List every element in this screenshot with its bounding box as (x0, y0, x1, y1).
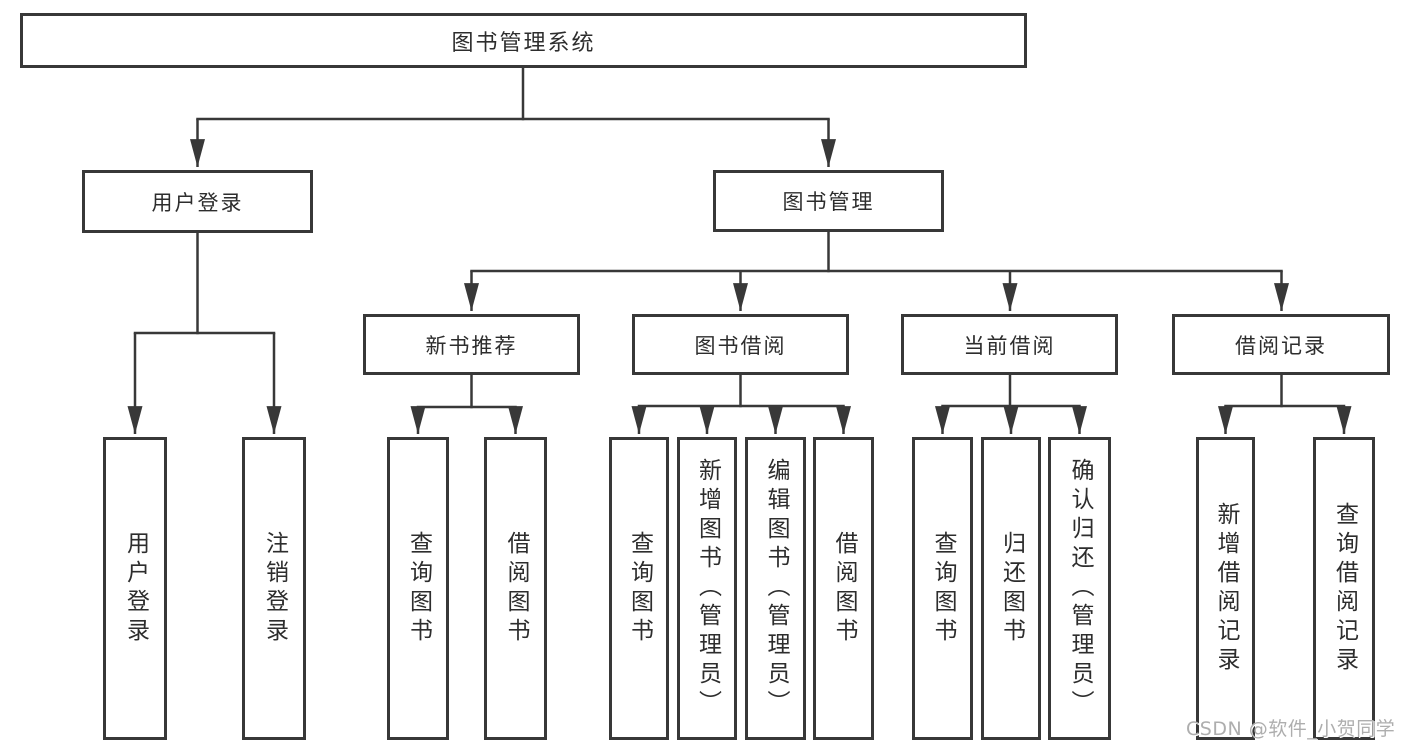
leaf-confirm-return-admin: 确认归还（管理员） (1048, 437, 1111, 740)
connector-current-borrowing-to-leaves (935, 373, 1087, 434)
leaf-user-login: 用户登录 (103, 437, 167, 740)
connector-user-login-to-leaves (127, 231, 282, 434)
connector-borrowing-records-to-leaves (1218, 373, 1352, 434)
node-current-borrowing: 当前借阅 (901, 314, 1118, 375)
node-borrowing-records: 借阅记录 (1172, 314, 1390, 375)
node-book-borrowing: 图书借阅 (632, 314, 849, 375)
leaf-query-books-recommend: 查询图书 (387, 437, 449, 740)
connector-new-book-recommendation-to-leaves (410, 373, 523, 434)
leaf-edit-books-admin: 编辑图书（管理员） (745, 437, 806, 740)
leaf-query-books-current: 查询图书 (912, 437, 973, 740)
leaf-add-books-admin: 新增图书（管理员） (677, 437, 737, 740)
connector-book-borrowing-to-leaves (631, 373, 851, 434)
leaf-logout-login: 注销登录 (242, 437, 306, 740)
leaf-add-borrow-record: 新增借阅记录 (1196, 437, 1255, 740)
csdn-watermark: CSDN @软件_小贺同学 (1186, 718, 1396, 740)
node-library-management-system: 图书管理系统 (20, 13, 1027, 68)
leaf-query-books-borrow: 查询图书 (609, 437, 669, 740)
node-new-book-recommendation: 新书推荐 (363, 314, 580, 375)
connector-book-management-to-level3 (464, 230, 1289, 311)
leaf-borrow-books: 借阅图书 (813, 437, 874, 740)
leaf-return-books: 归还图书 (981, 437, 1041, 740)
leaf-query-borrow-record: 查询借阅记录 (1313, 437, 1375, 740)
connector-root-to-level2 (190, 66, 836, 167)
node-book-management: 图书管理 (713, 170, 944, 232)
leaf-borrow-books-recommend: 借阅图书 (484, 437, 547, 740)
node-user-login: 用户登录 (82, 170, 313, 233)
